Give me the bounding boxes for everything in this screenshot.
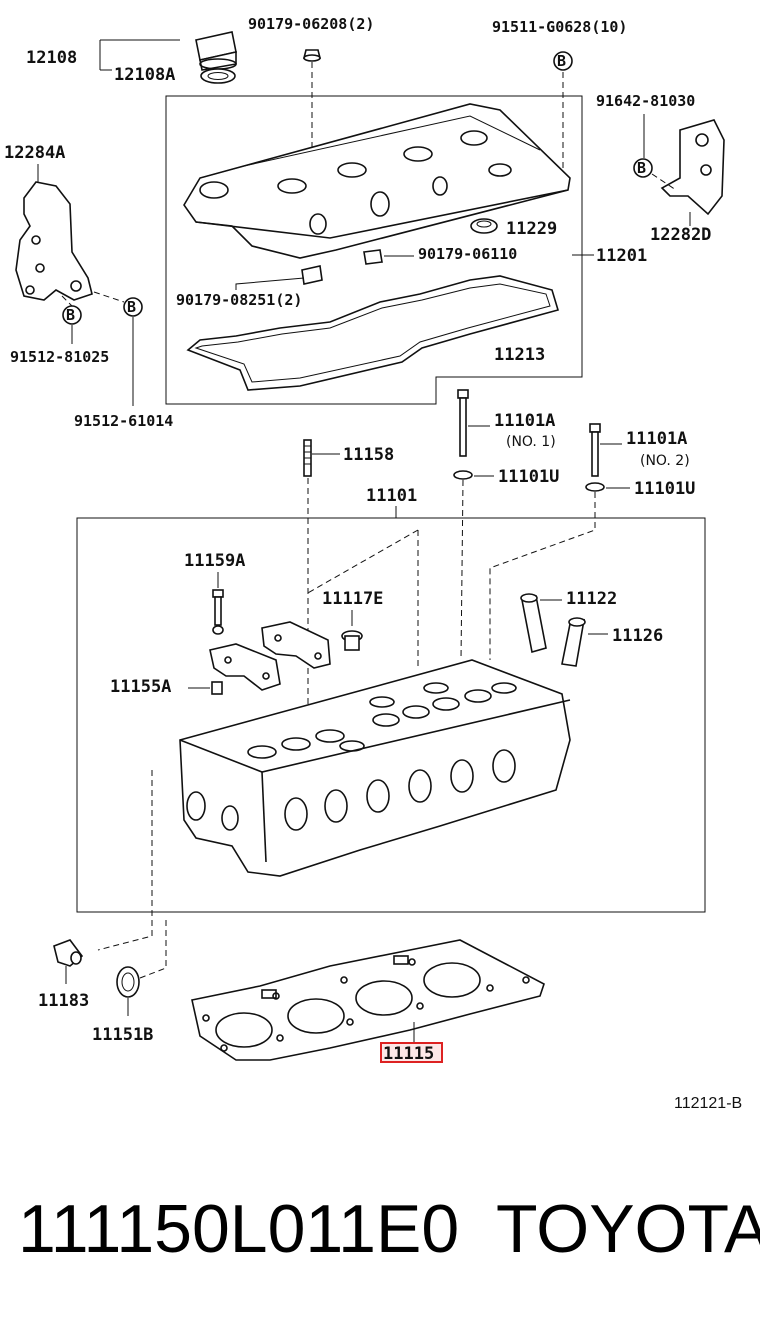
label-no1: (NO. 1) bbox=[506, 434, 556, 450]
label-11126: 11126 bbox=[612, 626, 663, 646]
label-11229: 11229 bbox=[506, 219, 557, 239]
label-11159a: 11159A bbox=[184, 551, 245, 571]
label-11122: 11122 bbox=[566, 589, 617, 609]
diagram-reference-code: 112121-B bbox=[674, 1095, 742, 1112]
label-11158: 11158 bbox=[343, 445, 394, 465]
label-11101: 11101 bbox=[366, 486, 417, 506]
label-11115: 11115 bbox=[383, 1044, 434, 1064]
stud-bolt-11158[interactable] bbox=[303, 439, 312, 477]
head-plug-11183[interactable] bbox=[53, 939, 84, 967]
oil-filler-cap[interactable] bbox=[195, 31, 237, 71]
engine-hanger-12284a[interactable] bbox=[15, 181, 93, 301]
label-12108a: 12108A bbox=[114, 65, 175, 85]
camshaft-cap-bolt[interactable] bbox=[212, 589, 224, 635]
bolt-marker-b-left-2: B bbox=[123, 297, 143, 317]
label-11101a-no1: 11101A bbox=[494, 411, 555, 431]
label-11201: 11201 bbox=[596, 246, 647, 266]
bolt-marker-b-top: B bbox=[553, 51, 573, 71]
head-plug-11117e[interactable] bbox=[341, 630, 363, 651]
nut-90179-08251[interactable] bbox=[301, 265, 323, 285]
label-90179-06110: 90179-06110 bbox=[418, 245, 517, 263]
svg-text:B: B bbox=[127, 298, 136, 316]
label-91512-61014: 91512-61014 bbox=[74, 412, 173, 430]
label-11101u-2: 11101U bbox=[634, 479, 695, 499]
filler-cap-gasket[interactable] bbox=[200, 68, 236, 84]
label-11101u-1: 11101U bbox=[498, 467, 559, 487]
brand-name: TOYOTA bbox=[496, 1191, 760, 1267]
footer: 111150L011E0 TOYOTA bbox=[0, 1190, 760, 1280]
spark-plug-tube-gasket[interactable] bbox=[470, 218, 498, 234]
label-12284a: 12284A bbox=[4, 143, 65, 163]
label-11183: 11183 bbox=[38, 991, 89, 1011]
svg-text:B: B bbox=[637, 159, 646, 177]
label-90179-06208: 90179-06208(2) bbox=[248, 15, 374, 33]
camshaft-oil-seal[interactable] bbox=[116, 966, 140, 998]
cylinder-head-assembly[interactable] bbox=[179, 659, 571, 877]
label-11117e: 11117E bbox=[322, 589, 383, 609]
highlight-box bbox=[380, 1042, 443, 1063]
label-90179-08251: 90179-08251(2) bbox=[176, 291, 302, 309]
valve-guide-bush-11126[interactable] bbox=[561, 617, 586, 667]
label-12108: 12108 bbox=[26, 48, 77, 68]
cylinder-head-cover[interactable] bbox=[183, 103, 571, 259]
bolt-marker-b-right: B bbox=[633, 158, 653, 178]
straight-pin[interactable] bbox=[211, 681, 223, 695]
head-bolt-no2[interactable] bbox=[589, 423, 601, 477]
cylinder-head-gasket[interactable] bbox=[191, 939, 545, 1061]
label-11151b: 11151B bbox=[92, 1025, 153, 1045]
label-91512-81025: 91512-81025 bbox=[10, 348, 109, 366]
nut-90179-06208[interactable] bbox=[302, 49, 322, 62]
bolt-marker-b-left-1: B bbox=[62, 305, 82, 325]
cylinder-head-group-box bbox=[76, 517, 706, 913]
part-number: 111150L011E0 bbox=[18, 1191, 460, 1267]
svg-text:B: B bbox=[557, 52, 566, 70]
label-91511-g0628: 91511-G0628(10) bbox=[492, 18, 627, 36]
label-11101a-no2: 11101A bbox=[626, 429, 687, 449]
head-bolt-no1[interactable] bbox=[457, 389, 469, 457]
label-no2: (NO. 2) bbox=[640, 453, 690, 469]
label-11213: 11213 bbox=[494, 345, 545, 365]
valve-guide-bush-11122[interactable] bbox=[520, 593, 547, 654]
camshaft-bearing-caps[interactable] bbox=[209, 621, 331, 691]
head-cover-group-box bbox=[165, 95, 583, 405]
label-11155a: 11155A bbox=[110, 677, 171, 697]
svg-text:B: B bbox=[66, 306, 75, 324]
label-91642-81030: 91642-81030 bbox=[596, 92, 695, 110]
label-12282d: 12282D bbox=[650, 225, 711, 245]
head-bolt-washer-2[interactable] bbox=[585, 482, 605, 492]
head-cover-gasket[interactable] bbox=[186, 275, 560, 391]
nut-90179-06110[interactable] bbox=[363, 249, 383, 265]
head-bolt-washer-1[interactable] bbox=[453, 470, 473, 480]
engine-hanger-12282d[interactable] bbox=[660, 119, 725, 216]
